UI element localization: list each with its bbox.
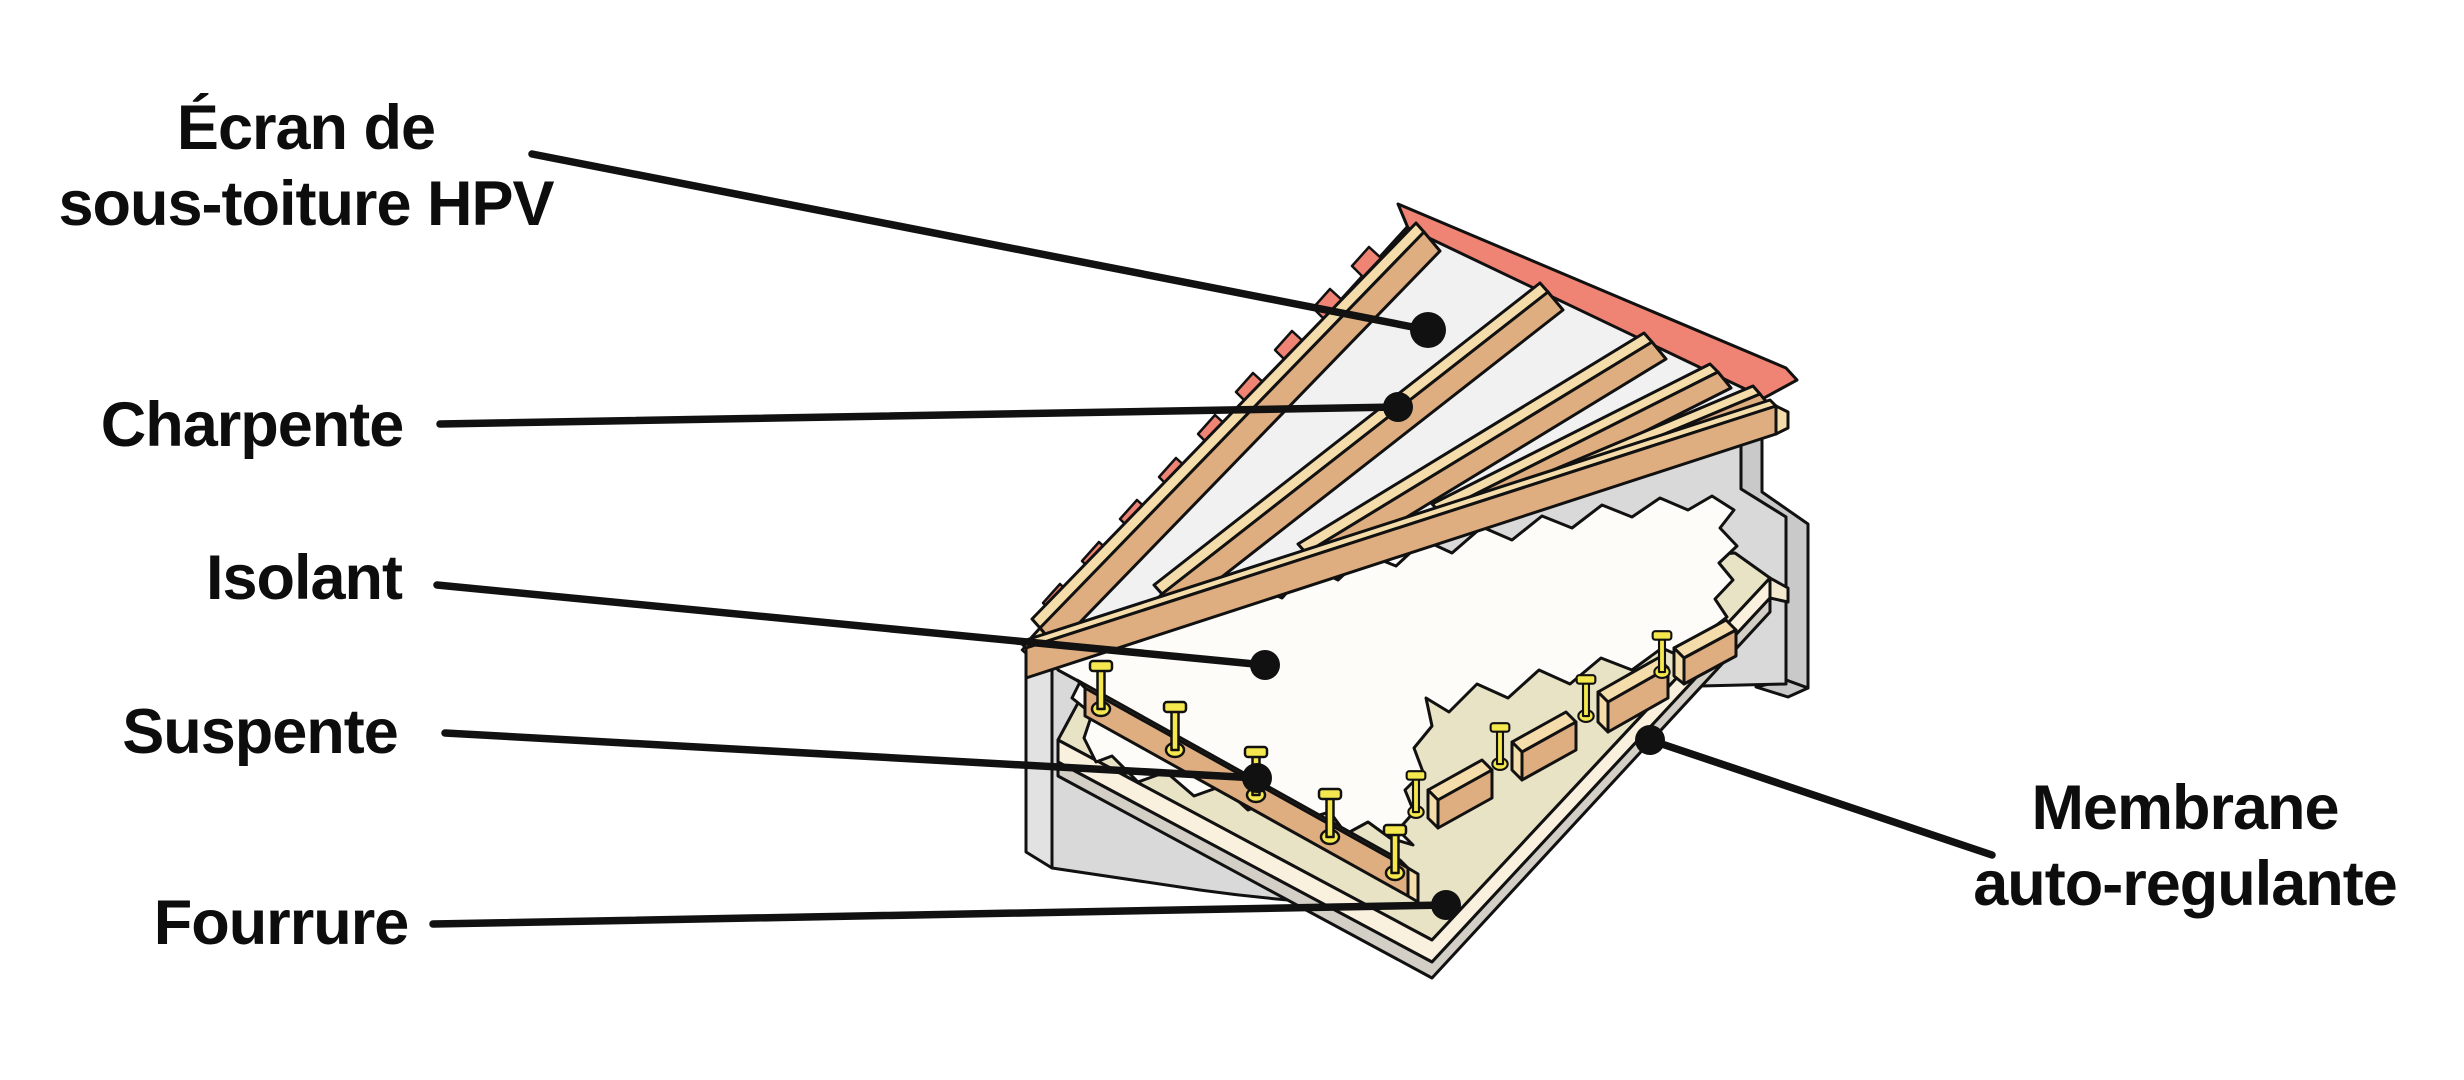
label-ecran: Écran de sous-toiture HPV: [58, 90, 554, 242]
label-suspente: Suspente: [122, 696, 399, 767]
dot-membrane: [1635, 725, 1665, 755]
leader-charpente: [436, 403, 1402, 428]
label-charpente: Charpente: [100, 389, 405, 460]
label-membrane-line1: Membrane: [2031, 772, 2339, 843]
rafters: [1029, 221, 1774, 659]
label-membrane: Membrane auto-regulante: [1973, 770, 2398, 922]
dot-fourrure: [1431, 890, 1461, 920]
furring-block: [1510, 710, 1578, 782]
label-membrane-line2: auto-regulante: [1973, 849, 2398, 919]
screen-ridge-band: [1396, 202, 1799, 400]
furring-blocks: [1426, 618, 1738, 830]
furring-block: [1672, 618, 1738, 686]
leader-lines: [429, 150, 1996, 928]
label-fourrure: Fourrure: [153, 887, 410, 958]
rafter: [1151, 281, 1565, 623]
label-ecran-line2: sous-toiture HPV: [58, 169, 554, 239]
eave-beam: [1018, 398, 1790, 680]
leader-ecran: [528, 150, 1432, 334]
dot-isolant: [1250, 650, 1280, 680]
dot-ecran: [1410, 312, 1446, 348]
ceiling-bottom-edge: [1056, 596, 1772, 980]
dot-charpente: [1383, 392, 1413, 422]
label-isolant: Isolant: [205, 542, 403, 613]
leader-suspente: [441, 729, 1261, 782]
dot-suspente: [1242, 763, 1272, 793]
leader-fourrure: [429, 901, 1450, 928]
furring-block: [1426, 758, 1494, 830]
leader-membrane: [1646, 736, 1996, 859]
label-ecran-line1: Écran de: [176, 92, 436, 163]
leader-isolant: [433, 581, 1269, 669]
